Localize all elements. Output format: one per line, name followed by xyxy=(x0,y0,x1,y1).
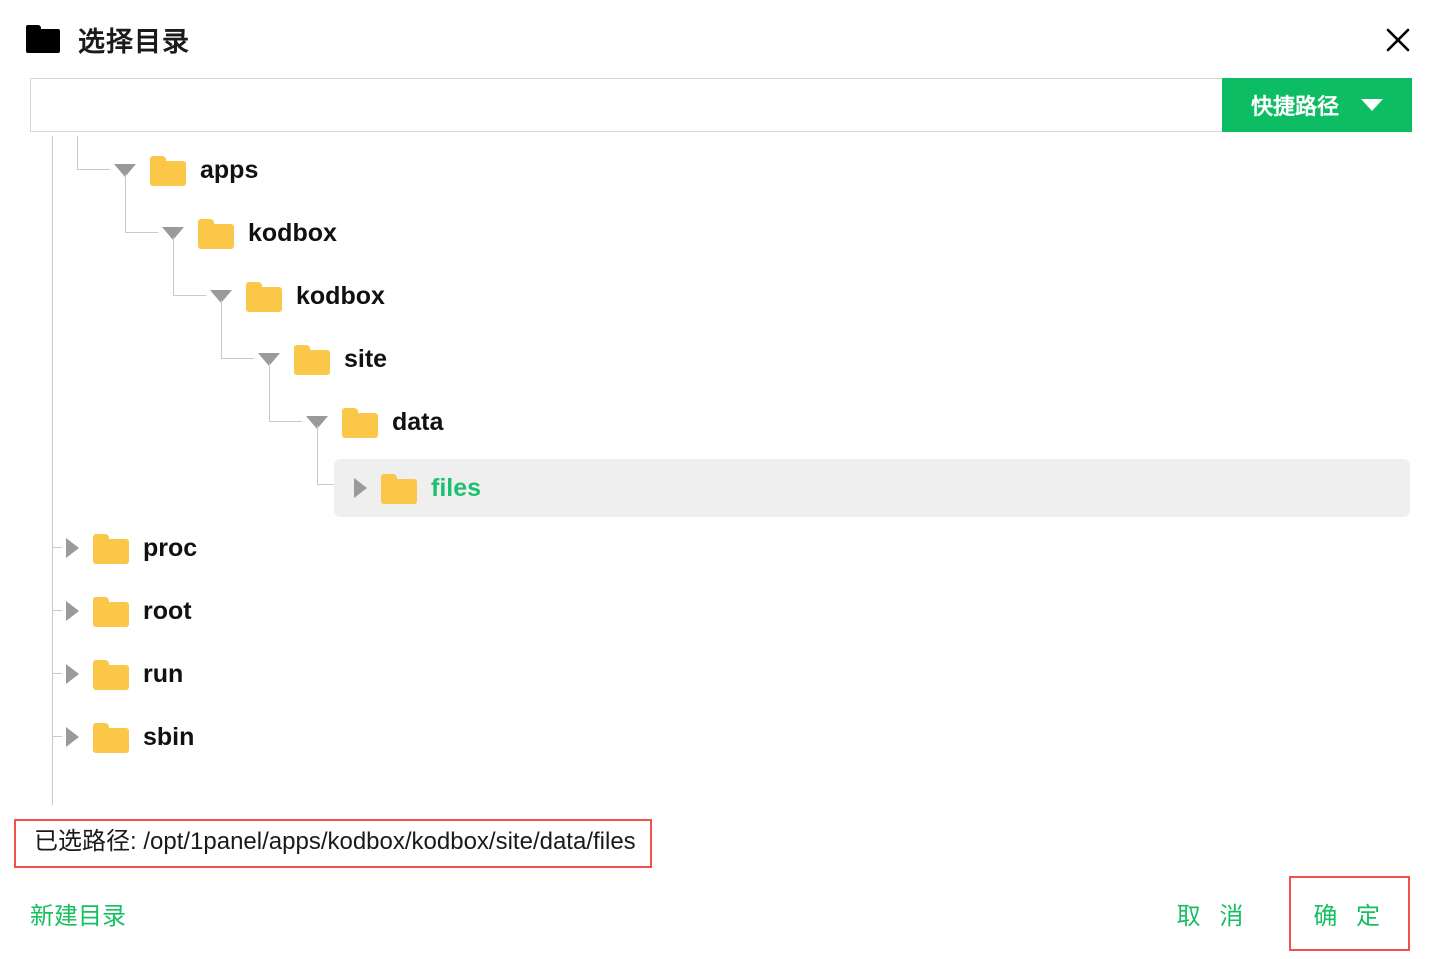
tree-node-label: kodbox xyxy=(296,281,385,310)
tree-connector xyxy=(52,583,62,611)
folder-icon xyxy=(93,534,129,564)
path-input[interactable] xyxy=(30,78,1222,132)
caret-down-icon[interactable] xyxy=(162,226,184,240)
folder-icon xyxy=(93,660,129,690)
confirm-button-highlight: 确 定 xyxy=(1289,875,1410,951)
tree-connector xyxy=(221,300,254,359)
tree-node-label: proc xyxy=(143,533,198,562)
tree-connector xyxy=(317,426,350,485)
folder-icon xyxy=(93,597,129,627)
tree-connector xyxy=(52,520,62,548)
folder-icon xyxy=(26,25,60,53)
dialog-footer: 新建目录 取 消 确 定 xyxy=(0,868,1440,959)
path-row: 快捷路径 xyxy=(0,78,1440,132)
tree-node[interactable]: apps xyxy=(114,144,258,196)
caret-right-icon[interactable] xyxy=(66,538,79,558)
tree-node[interactable]: root xyxy=(66,585,192,637)
folder-icon xyxy=(246,282,282,312)
tree-connector xyxy=(52,709,62,737)
caret-right-icon[interactable] xyxy=(354,478,367,498)
tree-node-label: run xyxy=(143,659,184,688)
tree-node-label: data xyxy=(392,407,444,436)
caret-down-icon[interactable] xyxy=(114,163,136,177)
caret-down-icon[interactable] xyxy=(210,289,232,303)
close-icon[interactable] xyxy=(1382,24,1414,56)
page-title: 选择目录 xyxy=(78,26,190,57)
tree-node[interactable]: data xyxy=(306,396,443,448)
tree-node-label: site xyxy=(344,344,388,373)
tree-node-label: root xyxy=(143,596,192,625)
folder-icon xyxy=(150,156,186,186)
caret-right-icon[interactable] xyxy=(66,727,79,747)
tree-node[interactable]: files xyxy=(334,459,1410,517)
footer-actions: 取 消 确 定 xyxy=(1159,875,1410,951)
tree-connector xyxy=(52,646,62,674)
tree-node[interactable]: kodbox xyxy=(210,270,385,322)
shortcut-path-button[interactable]: 快捷路径 xyxy=(1222,78,1412,132)
caret-down-icon[interactable] xyxy=(258,352,280,366)
cancel-button[interactable]: 取 消 xyxy=(1176,902,1250,930)
chevron-down-icon xyxy=(1361,99,1383,111)
tree-connector xyxy=(77,136,110,170)
tree-node[interactable]: proc xyxy=(66,522,197,574)
tree-node[interactable]: sbin xyxy=(66,711,194,763)
shortcut-path-label: 快捷路径 xyxy=(1250,94,1339,119)
selected-path-container: 已选路径: /opt/1panel/apps/kodbox/kodbox/sit… xyxy=(0,805,1440,868)
tree-node[interactable]: kodbox xyxy=(162,207,337,259)
tree-node-label: sbin xyxy=(143,722,195,751)
dialog-header: 选择目录 xyxy=(0,0,1440,78)
new-directory-button[interactable]: 新建目录 xyxy=(30,902,126,930)
tree-node-label: files xyxy=(431,473,482,502)
tree-spine xyxy=(52,136,53,805)
tree-node-label: kodbox xyxy=(248,218,337,247)
folder-icon xyxy=(294,345,330,375)
caret-down-icon[interactable] xyxy=(306,415,328,429)
folder-icon xyxy=(342,408,378,438)
selected-path-text: 已选路径: /opt/1panel/apps/kodbox/kodbox/sit… xyxy=(14,819,652,868)
folder-icon xyxy=(93,723,129,753)
confirm-button[interactable]: 确 定 xyxy=(1313,902,1386,930)
tree-connector xyxy=(269,363,302,422)
folder-icon xyxy=(198,219,234,249)
tree-connector xyxy=(173,237,206,296)
caret-right-icon[interactable] xyxy=(66,601,79,621)
folder-icon xyxy=(381,474,417,504)
directory-tree[interactable]: apps kodbox kodbox site data files proc root run… xyxy=(0,136,1440,805)
tree-node-label: apps xyxy=(200,155,259,184)
tree-connector xyxy=(125,174,158,233)
caret-right-icon[interactable] xyxy=(66,664,79,684)
tree-node[interactable]: site xyxy=(258,333,387,385)
tree-node[interactable]: run xyxy=(66,648,183,700)
